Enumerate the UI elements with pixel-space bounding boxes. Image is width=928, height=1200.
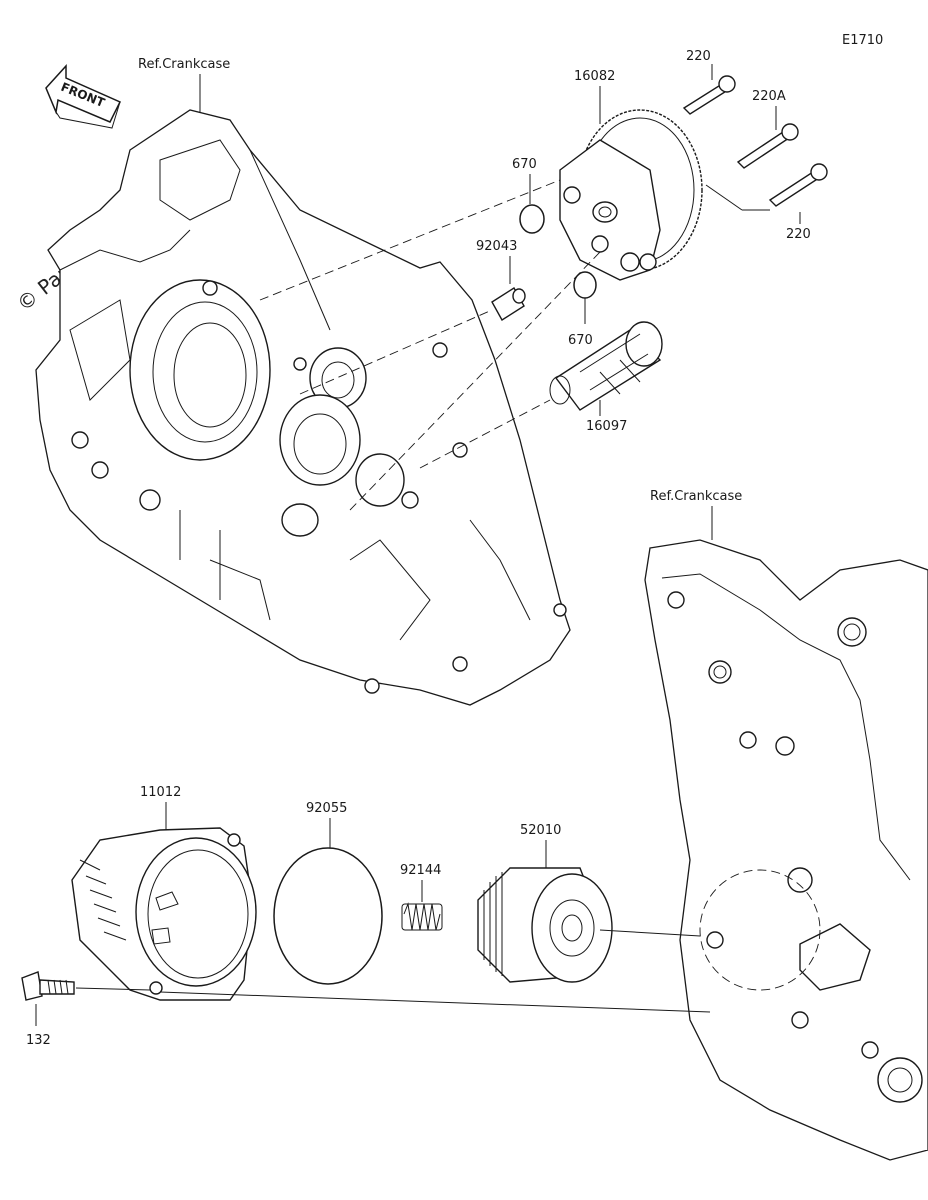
- part-number-16082: 16082: [574, 69, 615, 84]
- diagram-code: E1710: [842, 33, 883, 48]
- part-number-92043: 92043: [476, 239, 517, 254]
- part-220A: 220A: [736, 89, 799, 169]
- part-52010-oil-filter: 52010: [477, 823, 613, 983]
- part-number-132: 132: [26, 1033, 51, 1048]
- part-670-lower-oring: 670: [568, 271, 597, 348]
- part-132-bolt: 132: [21, 971, 75, 1048]
- part-92043-dowel-pin: 92043: [476, 239, 526, 321]
- lower-crankcase: Ref.Crankcase: [644, 489, 928, 1161]
- part-16082-oil-pump: 16082: [559, 69, 703, 281]
- part-number-220-lower: 220: [786, 227, 811, 242]
- part-220-upper: 220: [682, 49, 736, 115]
- front-arrow-label: FRONT: [59, 80, 108, 110]
- upper-crankcase: Ref.Crankcase: [35, 57, 571, 706]
- part-number-92055: 92055: [306, 801, 347, 816]
- part-number-220A: 220A: [752, 89, 786, 104]
- ref-label-lower-crankcase: Ref.Crankcase: [650, 489, 742, 504]
- part-number-11012: 11012: [140, 785, 181, 800]
- part-number-92144: 92144: [400, 863, 441, 878]
- part-92144-spring: 92144: [400, 863, 443, 931]
- part-92055-oring: 92055: [273, 801, 383, 985]
- part-number-670-lower: 670: [568, 333, 593, 348]
- part-11012-filter-cover: 11012: [71, 785, 257, 1001]
- part-number-52010: 52010: [520, 823, 561, 838]
- ref-label-upper-crankcase: Ref.Crankcase: [138, 57, 230, 72]
- part-number-220-upper: 220: [686, 49, 711, 64]
- part-220-lower: 220: [705, 163, 828, 242]
- part-number-16097: 16097: [586, 419, 627, 434]
- part-number-670-upper: 670: [512, 157, 537, 172]
- part-670-upper-oring: 670: [512, 157, 545, 234]
- part-16097-oil-strainer: 16097: [549, 321, 663, 434]
- front-arrow-icon: FRONT: [45, 64, 122, 129]
